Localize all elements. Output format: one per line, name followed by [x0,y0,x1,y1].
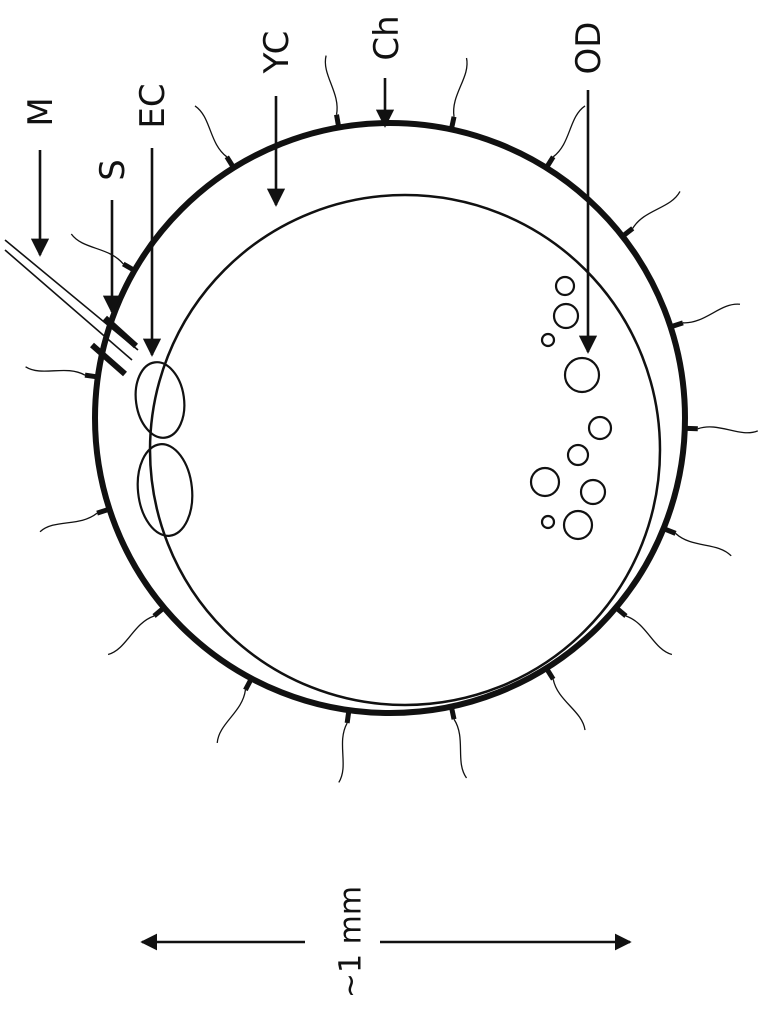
filament-base [123,264,133,270]
oil-droplet [554,304,578,328]
oil-droplets [531,277,611,539]
filament-thread [626,616,672,655]
filament-thread [40,513,97,532]
label-micropyle: M [21,97,61,126]
filament-base [672,323,682,326]
filament-base [347,712,349,723]
oil-droplet [565,358,599,392]
filament-thread [454,58,467,117]
filament-base [452,709,454,720]
filament-base [227,157,233,166]
oil-droplet [556,277,574,295]
oil-droplet [542,334,554,346]
oil-droplet [581,480,605,504]
filament-base [245,680,250,690]
yolk-cell-membrane [150,195,660,705]
filament-thread [71,234,123,264]
filament-thread [195,106,227,157]
chorion-filaments [26,56,758,783]
filament-thread [108,616,154,655]
filament-thread [676,533,732,555]
embryo-cells [131,359,197,539]
oil-droplet [568,445,588,465]
filament-base [97,510,107,513]
filament-base [547,670,553,679]
filament-thread [454,719,466,778]
embryo-cell-2 [133,441,196,538]
filament-thread [325,56,337,115]
filament-base [624,228,633,235]
filament-thread [217,690,245,743]
filament-thread [553,106,585,157]
filament-base [85,375,96,377]
filament-base [154,609,162,616]
oil-droplet [542,516,554,528]
filament-base [337,115,339,126]
filament-base [547,157,553,166]
oil-droplet [531,468,559,496]
filament-thread [339,723,347,782]
label-yolk-cell: YC [257,31,297,75]
label-oil-droplets: OD [569,22,609,75]
embryo-cell-1 [131,359,189,441]
scale-bar: ~1 mm [142,886,630,998]
label-embryo-cells: EC [133,83,173,128]
filament-thread [553,679,585,730]
scale-bar-label: ~1 mm [334,886,369,998]
filament-thread [26,367,85,375]
oil-droplet [589,417,611,439]
filament-base [618,609,626,616]
filament-base [452,117,454,128]
filament-thread [633,191,680,228]
label-chorion: Ch [367,15,407,60]
filament-base [665,529,675,533]
oil-droplet [564,511,592,539]
filament-thread [683,304,740,323]
filament-thread [698,427,758,433]
label-sperm: S [93,159,133,181]
